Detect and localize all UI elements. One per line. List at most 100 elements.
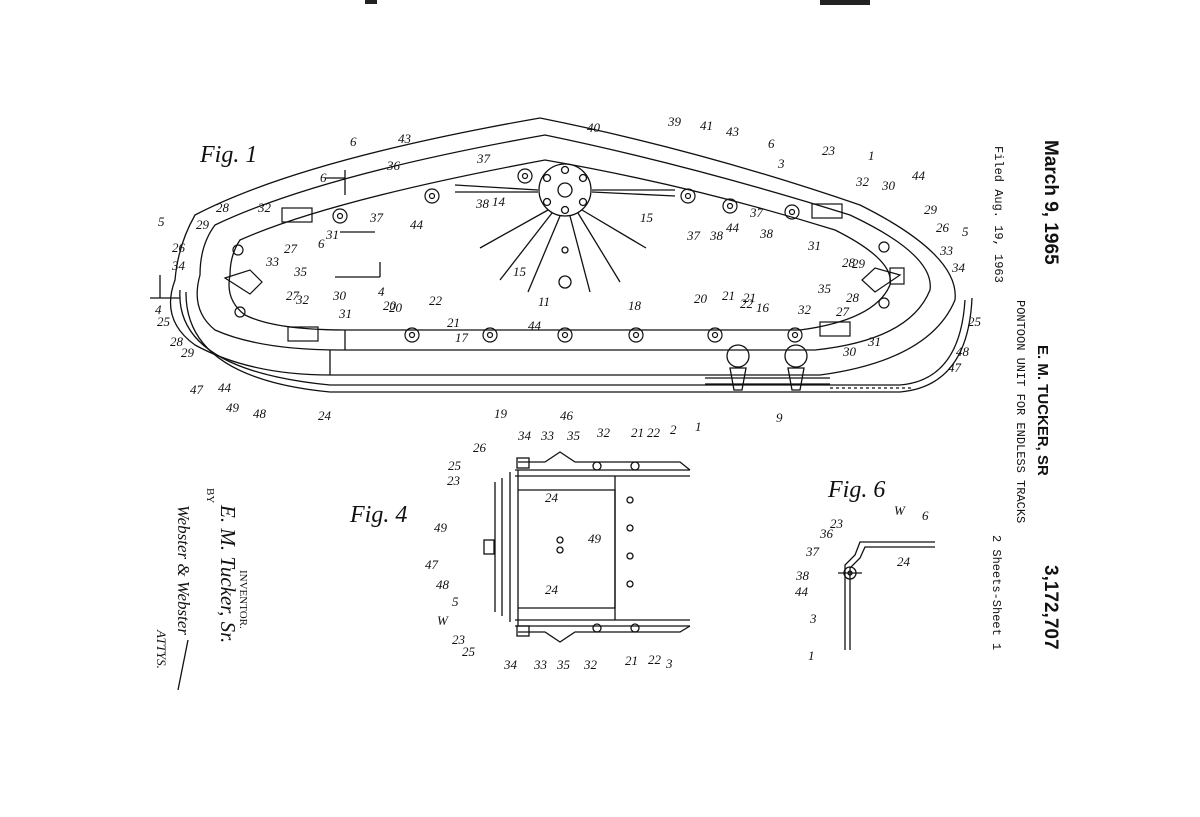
reference-numeral: 25 [157,314,171,329]
reference-numeral: 48 [253,406,267,421]
reference-numeral: 27 [836,304,850,319]
mounting-lugs [223,168,905,343]
reference-numeral: 33 [265,254,280,269]
reference-numeral: 17 [455,330,469,345]
reference-numeral: 28 [170,334,184,349]
reference-numeral: 29 [924,202,938,217]
reference-numeral: 3 [777,156,785,171]
reference-numeral: 37 [749,205,764,220]
fig6-caption: Fig. 6 [827,477,885,503]
reference-numeral: 35 [566,428,581,443]
fig1-caption: Fig. 1 [199,142,257,168]
reference-numeral: 37 [476,151,491,166]
reference-numeral: 21 [625,653,638,668]
reference-numeral: 23 [822,143,836,158]
reference-numeral: 47 [948,360,962,375]
reference-numeral: 37 [686,228,701,243]
scan-artifacts [365,0,870,5]
reference-numeral: 33 [939,243,954,258]
fig6-section [838,541,935,650]
reference-numeral: 32 [797,302,812,317]
reference-numeral: 31 [867,334,881,349]
reference-numeral: 21 [447,315,460,330]
reference-numeral: 33 [540,428,555,443]
reference-numeral: 28 [846,290,860,305]
reference-numeral: 22 [647,425,661,440]
reference-numeral: 44 [726,220,740,235]
reference-numeral: 30 [881,178,896,193]
reference-numeral: 44 [410,217,424,232]
reference-numeral: 21 [743,290,756,305]
reference-numeral: 46 [560,408,574,423]
reference-numeral: 48 [436,577,450,592]
fig4-section [483,451,691,643]
reference-numeral: 9 [776,410,783,425]
reference-numeral: 40 [587,120,601,135]
reference-numeral: 1 [808,648,815,663]
reference-numeral: 43 [398,131,412,146]
reference-numeral: 26 [473,440,487,455]
reference-numeral: 4 [378,284,385,299]
reference-numeral: W [894,503,906,518]
reference-numeral: 2 [670,422,677,437]
reference-numeral: 37 [369,210,384,225]
reference-numeral: 36 [386,158,401,173]
reference-numeral: 37 [805,544,820,559]
reference-numeral: 6 [320,170,327,185]
reference-numeral: 38 [475,196,490,211]
reference-numeral: 5 [962,224,969,239]
reference-numeral: 25 [462,644,476,659]
reference-numeral: 36 [819,526,834,541]
reference-numeral: 47 [425,557,439,572]
reference-numeral: 41 [700,118,713,133]
reference-numeral: 32 [583,657,598,672]
reference-numeral: 19 [494,406,508,421]
reference-numeral: 15 [640,210,654,225]
reference-numeral: 26 [936,220,950,235]
reference-numeral: 35 [817,281,832,296]
reference-numeral: 23 [830,516,844,531]
reference-numeral: 47 [190,382,204,397]
reference-numeral: 49 [434,520,448,535]
reference-numeral: 31 [325,227,339,242]
reference-numeral: 11 [538,294,550,309]
reference-numeral: 25 [448,458,462,473]
reference-numeral: 44 [795,584,809,599]
reference-numeral: 18 [628,298,642,313]
reference-numeral: 35 [556,657,571,672]
hub-assembly [454,163,676,293]
reference-numeral: 3 [809,611,817,626]
reference-numeral: 21 [631,425,644,440]
reference-numeral: 44 [912,168,926,183]
reference-numeral: 27 [284,241,298,256]
reference-numeral: 43 [726,124,740,139]
reference-numeral: 5 [452,594,459,609]
reference-numeral: 29 [852,256,866,271]
reference-numeral: 22 [648,652,662,667]
reference-numeral: 26 [172,240,186,255]
reference-numeral: 27 [286,288,300,303]
reference-numeral: 23 [452,632,466,647]
reference-numeral: 29 [196,217,210,232]
reference-numeral: 32 [257,200,272,215]
reference-numeral: 22 [740,296,754,311]
reference-numeral: 44 [218,380,232,395]
reference-numeral: 6 [768,136,775,151]
reference-numeral: 39 [667,114,682,129]
reference-numeral: 14 [492,194,506,209]
track-outline [150,117,973,393]
reference-numeral: 3 [665,656,673,671]
reference-numeral: 24 [897,554,911,569]
reference-numeral: 35 [293,264,308,279]
reference-numeral: 21 [722,288,735,303]
reference-numeral: 30 [332,288,347,303]
reference-numeral: 24 [545,490,559,505]
reference-numeral: 24 [545,582,559,597]
